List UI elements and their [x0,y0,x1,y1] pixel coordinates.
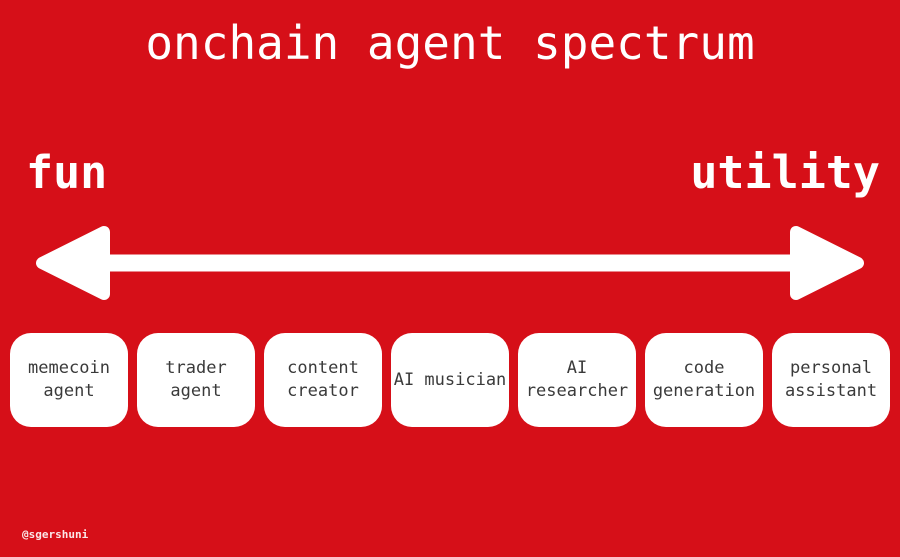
page-title: onchain agent spectrum [145,16,755,70]
watermark-handle: @sgershuni [22,528,89,541]
agent-cards-row: memecoin agent trader agent content crea… [0,333,900,427]
card-code-generation: code generation [645,333,763,427]
card-label: AI researcher [525,358,629,401]
card-content-creator: content creator [264,333,382,427]
card-memecoin-agent: memecoin agent [10,333,128,427]
card-label: trader agent [165,358,227,401]
spectrum-arrow [0,215,900,315]
card-label: code generation [652,358,756,401]
axis-label-utility: utility [690,146,880,199]
card-label: memecoin agent [28,358,110,401]
card-label: content creator [287,358,359,401]
card-ai-musician: AI musician [391,333,509,427]
axis-label-fun: fun [26,146,108,199]
card-label: AI musician [393,369,507,390]
card-personal-assistant: personal assistant [772,333,890,427]
card-label: personal assistant [784,358,878,401]
card-ai-researcher: AI researcher [518,333,636,427]
double-headed-arrow-icon [36,226,864,300]
card-trader-agent: trader agent [137,333,255,427]
